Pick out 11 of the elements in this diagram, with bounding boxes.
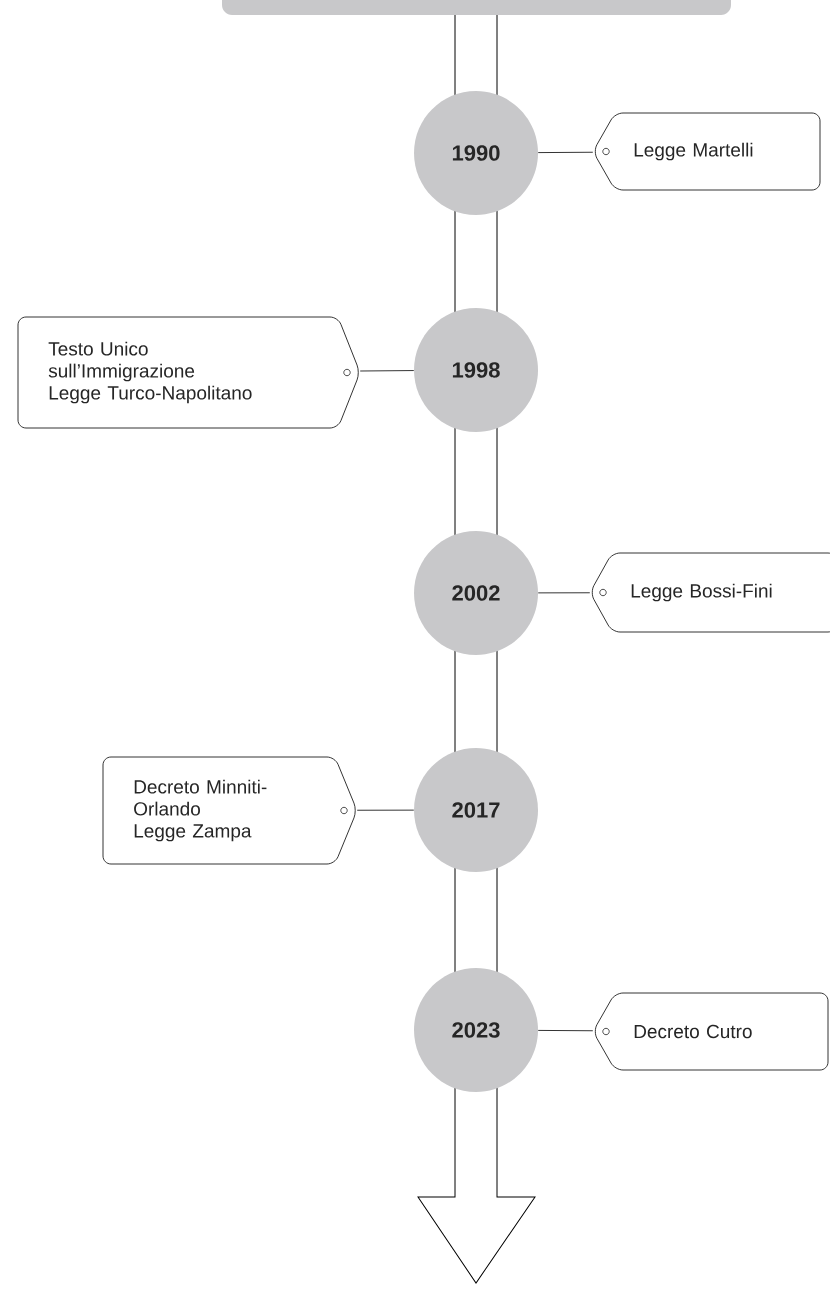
connector-line: [537, 151, 594, 153]
label-tag: Decreto Cutro: [594, 992, 829, 1071]
label-tag: Legge Martelli: [594, 112, 821, 191]
label-tag: Testo Unico sull’Immigrazione Legge Turco-Napolitano: [17, 316, 359, 429]
header-box: [222, 0, 731, 15]
label-tag: Legge Bossi-Fini: [591, 552, 830, 633]
label-tag: Decreto Minniti-Orlando Legge Zampa: [102, 756, 356, 865]
connector-line: [359, 370, 415, 372]
connector-line: [537, 592, 591, 594]
connector-line: [537, 1030, 594, 1032]
connector-line: [356, 809, 415, 811]
